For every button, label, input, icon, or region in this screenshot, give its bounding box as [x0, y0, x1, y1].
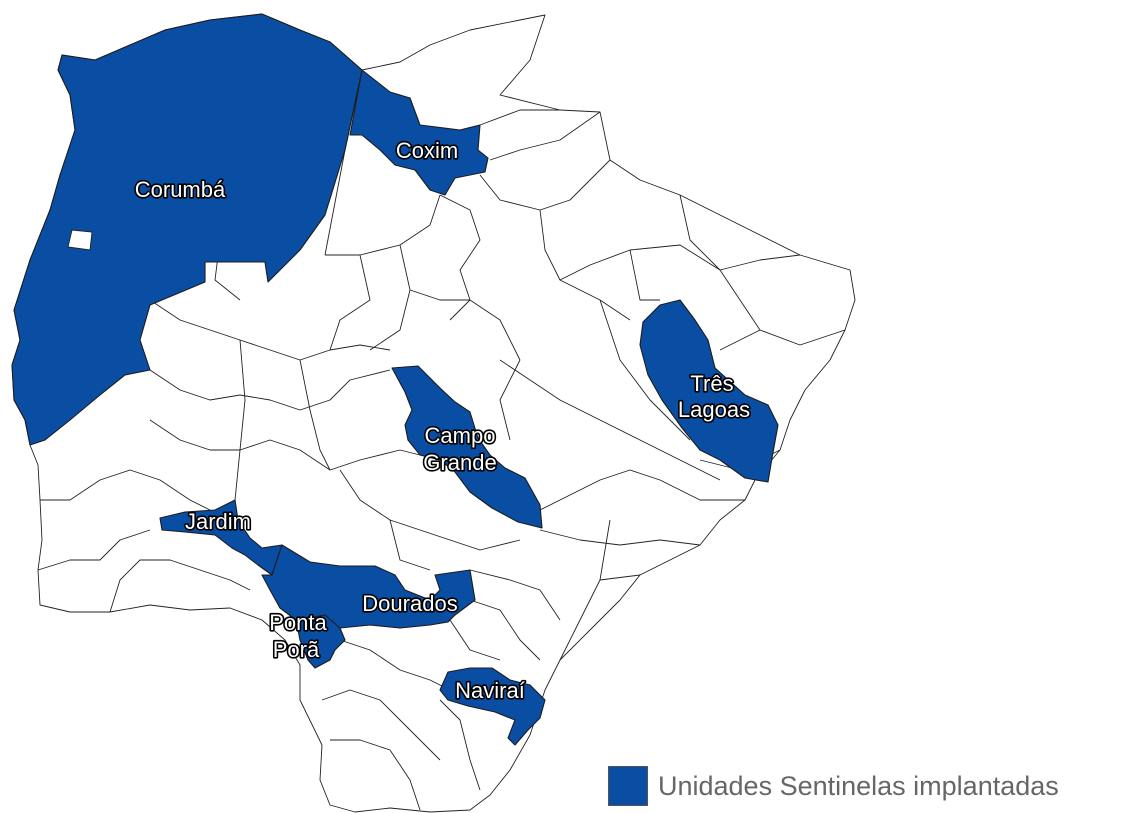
- label-ponta-pora-line2: Porã: [273, 637, 320, 662]
- region-corumba: [11, 13, 363, 446]
- legend-label: Unidades Sentinelas implantadas: [658, 770, 1059, 801]
- region-ponta-pora: [295, 614, 346, 669]
- label-coxim: Coxim: [396, 138, 458, 163]
- legend: Unidades Sentinelas implantadas: [608, 766, 1059, 806]
- label-ponta-pora-line1: Ponta: [269, 610, 327, 635]
- municipality-boundaries: [37, 69, 846, 811]
- label-dourados: Dourados: [362, 591, 457, 616]
- label-tres-lagoas-line2: Lagoas: [678, 397, 750, 422]
- label-campo-grande-line2: Grande: [423, 450, 496, 475]
- label-campo-grande-line1: Campo: [425, 423, 496, 448]
- label-corumba: Corumbá: [135, 177, 226, 202]
- city-labels: Corumbá Coxim Três Lagoas Campo Grande J…: [133, 136, 752, 704]
- region-coxim: [349, 69, 489, 196]
- label-tres-lagoas-line1: Três: [690, 371, 733, 396]
- region-tres-lagoas: [639, 299, 779, 483]
- sentinel-municipalities: [11, 13, 779, 746]
- label-jardim: Jardim: [185, 509, 251, 534]
- label-navirai: Naviraí: [455, 678, 525, 703]
- region-campo-grande: [391, 365, 543, 529]
- region-navirai: [439, 667, 546, 746]
- enclave: [67, 229, 93, 251]
- legend-swatch: [608, 766, 648, 806]
